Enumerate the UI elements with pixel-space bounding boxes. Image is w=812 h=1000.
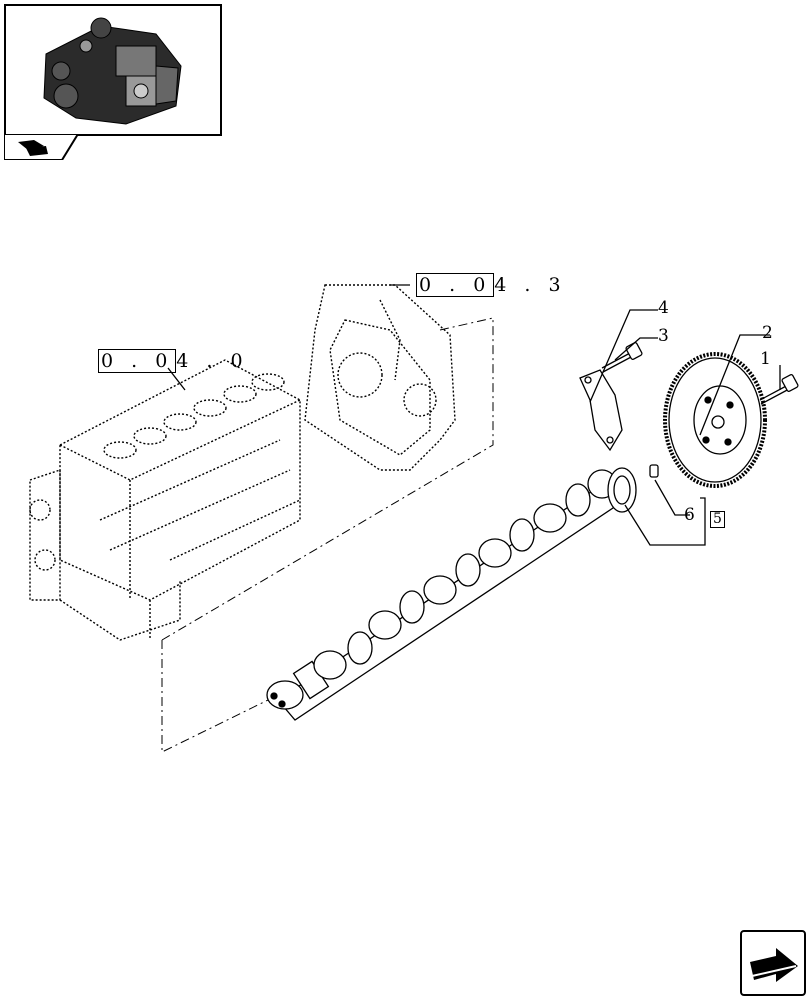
bolt-3 <box>601 342 643 373</box>
callout-3: 3 <box>658 326 669 346</box>
block-ref-boxed: 0 . 0 <box>98 349 177 373</box>
engine-thumbnail[interactable] <box>4 4 222 136</box>
callout-5: 5 <box>710 511 725 528</box>
cover-ref-rest: 4 . 3 <box>494 274 567 296</box>
cover-ref-boxed: 0 . 0 <box>416 273 495 297</box>
bolt-1 <box>759 374 799 405</box>
callout-2: 2 <box>762 323 773 343</box>
timing-cover <box>304 284 456 471</box>
engine-thumbnail-icon <box>43 17 182 125</box>
block-ref-rest: 4 . 0 <box>176 350 249 372</box>
engine-block <box>29 359 301 641</box>
callout-6: 6 <box>684 505 695 525</box>
callout-1: 1 <box>760 349 771 369</box>
next-page-arrow-icon <box>750 948 798 982</box>
thumbnail-tab[interactable] <box>4 134 78 160</box>
camshaft <box>266 467 637 721</box>
book-icon <box>18 140 48 156</box>
bracket <box>579 369 623 452</box>
dowel-pin <box>649 464 659 478</box>
callout-4: 4 <box>658 298 669 318</box>
camshaft-gear <box>663 352 767 488</box>
next-page-button[interactable] <box>740 930 806 996</box>
